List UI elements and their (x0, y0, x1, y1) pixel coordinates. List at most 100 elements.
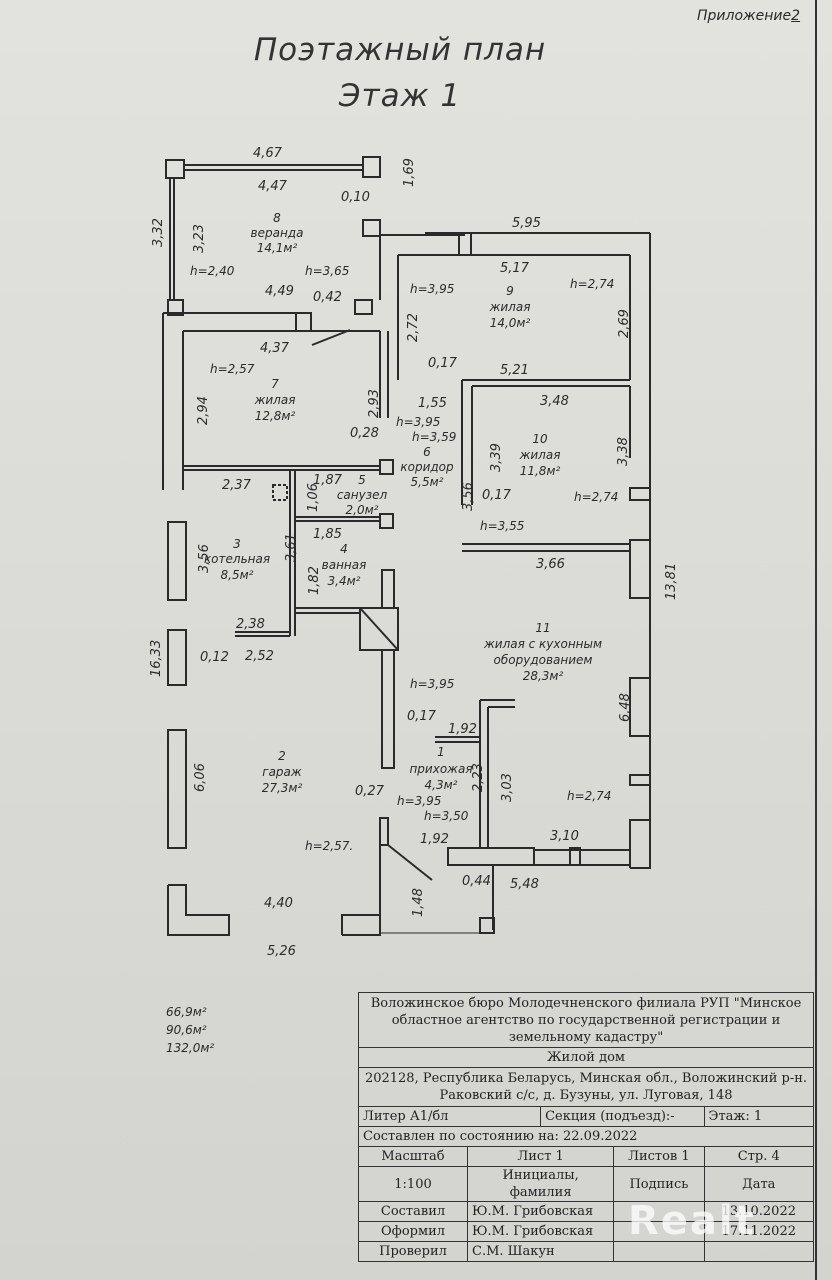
scale-value: 1:100 (358, 1166, 468, 1202)
page-label: Стр. 4 (703, 1146, 815, 1167)
dimension: 3,23 (192, 224, 207, 253)
room-number: 3 (233, 537, 241, 551)
total-gross-area: 132,0м² (166, 1041, 215, 1055)
wall-corner (341, 817, 389, 936)
room-area: 12,8м² (255, 409, 296, 423)
dimension: 1,55 (418, 396, 447, 411)
ceiling-height: h=2,40 (190, 264, 235, 278)
page-title: Поэтажный план (253, 32, 547, 68)
room-name: жилая (519, 448, 561, 462)
room-11-label: 11 жилая с кухонным оборудованием 28,3м² (483, 621, 602, 683)
sheet-label: Лист 1 (466, 1146, 615, 1167)
room-number: 11 (535, 621, 550, 635)
dimension: 0,17 (482, 488, 512, 503)
section: Секция (подъезд):- (540, 1106, 705, 1127)
date (703, 1241, 815, 1262)
wall-corner (629, 819, 651, 869)
signature (613, 1241, 705, 1262)
door-swing (311, 329, 351, 346)
person-name: Ю.М. Грибовская (466, 1221, 615, 1242)
role: Оформил (358, 1221, 468, 1242)
dimension: 1,85 (313, 527, 342, 542)
room-number: 7 (271, 377, 279, 391)
dimension: 1,06 (306, 483, 321, 512)
ceiling-height: h=3,95 (397, 794, 441, 808)
ceiling-height: h=3,50 (424, 809, 469, 823)
room-name: жилая (489, 300, 531, 314)
room-area: 8,5м² (221, 568, 254, 582)
dimension: 0,44 (462, 874, 491, 889)
ceiling-height: h=3,95 (410, 677, 454, 691)
window-mullion (569, 847, 581, 866)
dimension: 5,26 (267, 944, 296, 959)
dimension: 3,56 (197, 544, 212, 573)
room-area: 14,0м² (490, 316, 531, 330)
room-name: веранда (251, 226, 304, 240)
date: 13.10.2022 (703, 1201, 815, 1222)
page-border (815, 0, 817, 1280)
column (354, 299, 373, 315)
room-area: 11,8м² (520, 464, 561, 478)
person-name: Ю.М. Грибовская (466, 1201, 615, 1222)
watermark-logo: Realt (628, 1198, 756, 1244)
ceiling-height: h=3,65 (305, 264, 349, 278)
dimension: 2,37 (222, 478, 252, 493)
dimension: 2,38 (236, 617, 265, 632)
dimension: 4,37 (260, 341, 290, 356)
room-number: 8 (273, 211, 281, 225)
room-name-line2: оборудованием (494, 653, 593, 667)
room-2-label: 2 гараж 27,3м² (262, 749, 303, 795)
signature-label: Подпись (613, 1166, 705, 1202)
room-number: 1 (437, 745, 445, 759)
dimension: 3,48 (540, 394, 569, 409)
dimension: 1,69 (402, 158, 417, 187)
dimension: 5,95 (512, 216, 541, 231)
room-number: 5 (358, 473, 366, 487)
ceiling-height: h=2,74 (567, 789, 611, 803)
room-name: жилая с кухонным (483, 637, 602, 651)
appendix-prefix: Приложение (697, 8, 792, 24)
dimension: 2,94 (196, 396, 211, 425)
room-name: котельная (204, 552, 270, 566)
dimension: 1,87 (313, 473, 343, 488)
column (362, 156, 381, 178)
dimension: 3,38 (616, 437, 631, 466)
room-number: 9 (506, 284, 514, 298)
column (167, 299, 184, 316)
room-1-label: 1 прихожая 4,3м² (409, 745, 472, 792)
column (362, 219, 381, 237)
dimension: 3,56 (461, 482, 476, 511)
total-area: 90,6м² (166, 1023, 207, 1037)
dimension-labels: 4,67 4,47 0,10 1,69 3,32 3,23 h=2,40 h=3… (149, 146, 679, 959)
column (379, 459, 394, 475)
dimension: 5,17 (500, 261, 530, 276)
walls (162, 156, 651, 936)
dimension: 2,69 (617, 309, 632, 338)
dimension: 3,66 (536, 557, 565, 572)
dimension: 2,52 (245, 649, 274, 664)
dimension: 4,47 (258, 179, 288, 194)
wall-corner (167, 884, 230, 936)
room-9-label: 9 жилая 14,0м² (489, 284, 531, 330)
liter: Литер А1/бл (357, 1106, 542, 1127)
dimension: 4,49 (265, 284, 294, 299)
room-10-label: 10 жилая 11,8м² (519, 432, 561, 478)
wall-pier (629, 677, 651, 737)
wall-pier (629, 539, 651, 599)
wall (447, 847, 535, 866)
dimension: 1,82 (307, 566, 322, 595)
person-name: С.М. Шакун (466, 1241, 615, 1262)
dimension: 3,10 (550, 829, 579, 844)
dimension: 4,40 (264, 896, 293, 911)
dimension: 13,81 (664, 563, 679, 600)
area-totals: 66,9м² 90,6м² 132,0м² (166, 1003, 214, 1057)
ceiling-height: h=2,74 (570, 277, 614, 291)
dimension: 5,21 (500, 363, 529, 378)
column (165, 159, 185, 179)
column (295, 312, 312, 332)
wall-pier (167, 729, 187, 849)
room-area: 28,3м² (523, 669, 564, 683)
room-area: 14,1м² (257, 241, 298, 255)
door-swing (387, 844, 433, 881)
dimension: 3,61 (284, 533, 299, 562)
